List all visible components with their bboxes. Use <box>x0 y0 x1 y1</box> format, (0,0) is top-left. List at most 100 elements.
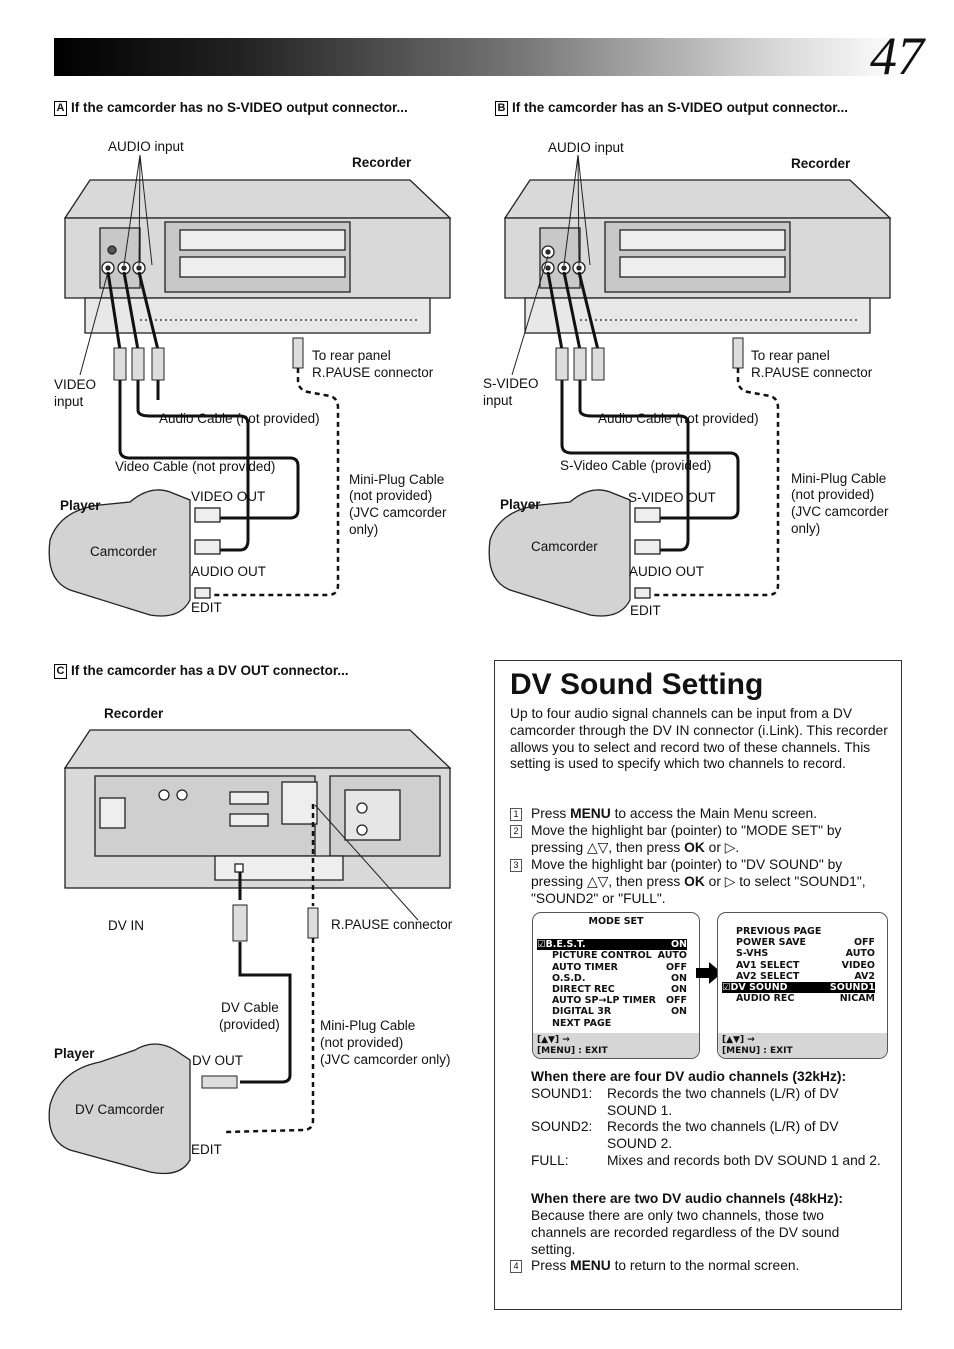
c-dv-camcorder-label: DV Camcorder <box>75 1102 165 1117</box>
section-a-letter: A <box>54 101 67 116</box>
four-ch-desc-1: Records the two channels (L/R) of DV SOU… <box>607 1086 839 1118</box>
four-ch-term-2: SOUND2: <box>531 1119 593 1134</box>
c-recorder-label: Recorder <box>104 706 164 721</box>
two-ch-text: Because there are only two channels, tho… <box>531 1208 840 1257</box>
a-video-cable-label: Video Cable (not provided) <box>115 459 276 474</box>
four-ch-term-1: SOUND1: <box>531 1086 593 1101</box>
section-c-letter: C <box>54 664 67 679</box>
c-mini-plug-1: Mini-Plug Cable <box>320 1018 416 1033</box>
a-camcorder-label: Camcorder <box>90 544 157 559</box>
four-ch-term-3: FULL: <box>531 1153 569 1168</box>
camcorder-b <box>488 489 661 617</box>
osd-left-footer: [▲▼] → [MENU] : EXIT <box>533 1033 699 1058</box>
step-4: 4 Press MENU to return to the normal scr… <box>510 1258 890 1275</box>
c-dv-cable-1: DV Cable <box>221 1000 279 1015</box>
camcorder-a <box>48 489 221 617</box>
a-recorder-label: Recorder <box>352 155 412 170</box>
c-mini-plug-3: (JVC camcorder only) <box>320 1052 451 1067</box>
recorder-b <box>503 179 892 334</box>
b-rear-panel-label: To rear panel <box>751 348 830 363</box>
recorder-c <box>63 729 452 889</box>
a-mini-plug-1: Mini-Plug Cable <box>349 472 445 487</box>
a-audio-cable-label: Audio Cable (not provided) <box>159 411 320 426</box>
header-bar <box>54 38 904 76</box>
diagram-a <box>48 154 452 617</box>
b-rpause-label: R.PAUSE connector <box>751 365 873 380</box>
a-rear-panel-label: To rear panel <box>312 348 391 363</box>
dv-sound-panel <box>494 660 902 1310</box>
a-rpause-label: R.PAUSE connector <box>312 365 434 380</box>
b-svideo-out-label: S-VIDEO OUT <box>628 490 716 505</box>
b-audio-input-label: AUDIO input <box>548 140 624 155</box>
b-mini-plug-4: only) <box>791 521 821 536</box>
c-mini-plug-2: (not provided) <box>320 1035 404 1050</box>
b-svideo-input-label-1: S-VIDEO <box>483 376 539 391</box>
c-dv-cable-2: (provided) <box>219 1017 280 1032</box>
a-audio-out-label: AUDIO OUT <box>191 564 267 579</box>
section-b-letter: B <box>495 101 508 116</box>
a-player-label: Player <box>60 498 101 513</box>
a-video-input-label-2: input <box>54 394 84 409</box>
c-dv-in-label: DV IN <box>108 918 145 933</box>
osd-left-row: NEXT PAGE <box>552 1017 612 1029</box>
a-video-out-label: VIDEO OUT <box>191 489 266 504</box>
osd-left-title: MODE SET <box>588 916 644 927</box>
a-mini-plug-3: (JVC camcorder <box>349 505 447 520</box>
dv-sound-title: DV Sound Setting <box>510 668 764 701</box>
c-dv-out-label: DV OUT <box>192 1053 244 1068</box>
c-player-label: Player <box>54 1046 95 1061</box>
osd-right-row: PREVIOUS PAGE <box>736 926 822 937</box>
a-audio-input-label: AUDIO input <box>108 139 184 154</box>
b-audio-out-label: AUDIO OUT <box>629 564 705 579</box>
step-3: 3 Move the highlight bar (pointer) to "D… <box>510 857 890 906</box>
diagram-b <box>488 154 892 617</box>
a-video-input-label-1: VIDEO <box>54 377 97 392</box>
b-audio-cable-label: Audio Cable (not provided) <box>598 411 759 426</box>
two-ch-heading: When there are two DV audio channels (48… <box>531 1191 844 1206</box>
b-edit-label: EDIT <box>630 603 661 618</box>
dv-sound-intro: Up to four audio signal channels can be … <box>510 706 888 772</box>
b-mini-plug-2: (not provided) <box>791 487 875 502</box>
a-mini-plug-2: (not provided) <box>349 488 433 503</box>
step-1: 1 Press MENU to access the Main Menu scr… <box>510 806 890 823</box>
c-rpause-label: R.PAUSE connector <box>331 917 453 932</box>
c-edit-label: EDIT <box>191 1142 222 1157</box>
step-2: 2 Move the highlight bar (pointer) to "M… <box>510 823 890 855</box>
four-ch-desc-2: Records the two channels (L/R) of DV SOU… <box>607 1119 839 1151</box>
osd-left-row: O.S.D.ON <box>552 972 687 984</box>
four-ch-heading: When there are four DV audio channels (3… <box>531 1069 847 1084</box>
a-mini-plug-4: only) <box>349 522 379 537</box>
b-svideo-cable-label: S-Video Cable (provided) <box>560 458 712 473</box>
diagram-c <box>48 729 452 1175</box>
recorder-a <box>63 179 452 334</box>
b-mini-plug-1: Mini-Plug Cable <box>791 471 887 486</box>
four-ch-desc-3: Mixes and records both DV SOUND 1 and 2. <box>607 1153 881 1168</box>
dv-camcorder <box>48 1043 191 1175</box>
b-svideo-input-label-2: input <box>483 393 513 408</box>
b-player-label: Player <box>500 497 541 512</box>
page-number: 47 <box>870 26 924 86</box>
b-recorder-label: Recorder <box>791 156 851 171</box>
a-edit-label: EDIT <box>191 600 222 615</box>
right-arrow-icon <box>696 962 722 984</box>
osd-right-footer: [▲▼] → [MENU] : EXIT <box>718 1033 887 1058</box>
osd-left-row: ☑B.E.S.T.ON <box>537 939 687 951</box>
b-mini-plug-3: (JVC camcorder <box>791 504 889 519</box>
b-camcorder-label: Camcorder <box>531 539 598 554</box>
